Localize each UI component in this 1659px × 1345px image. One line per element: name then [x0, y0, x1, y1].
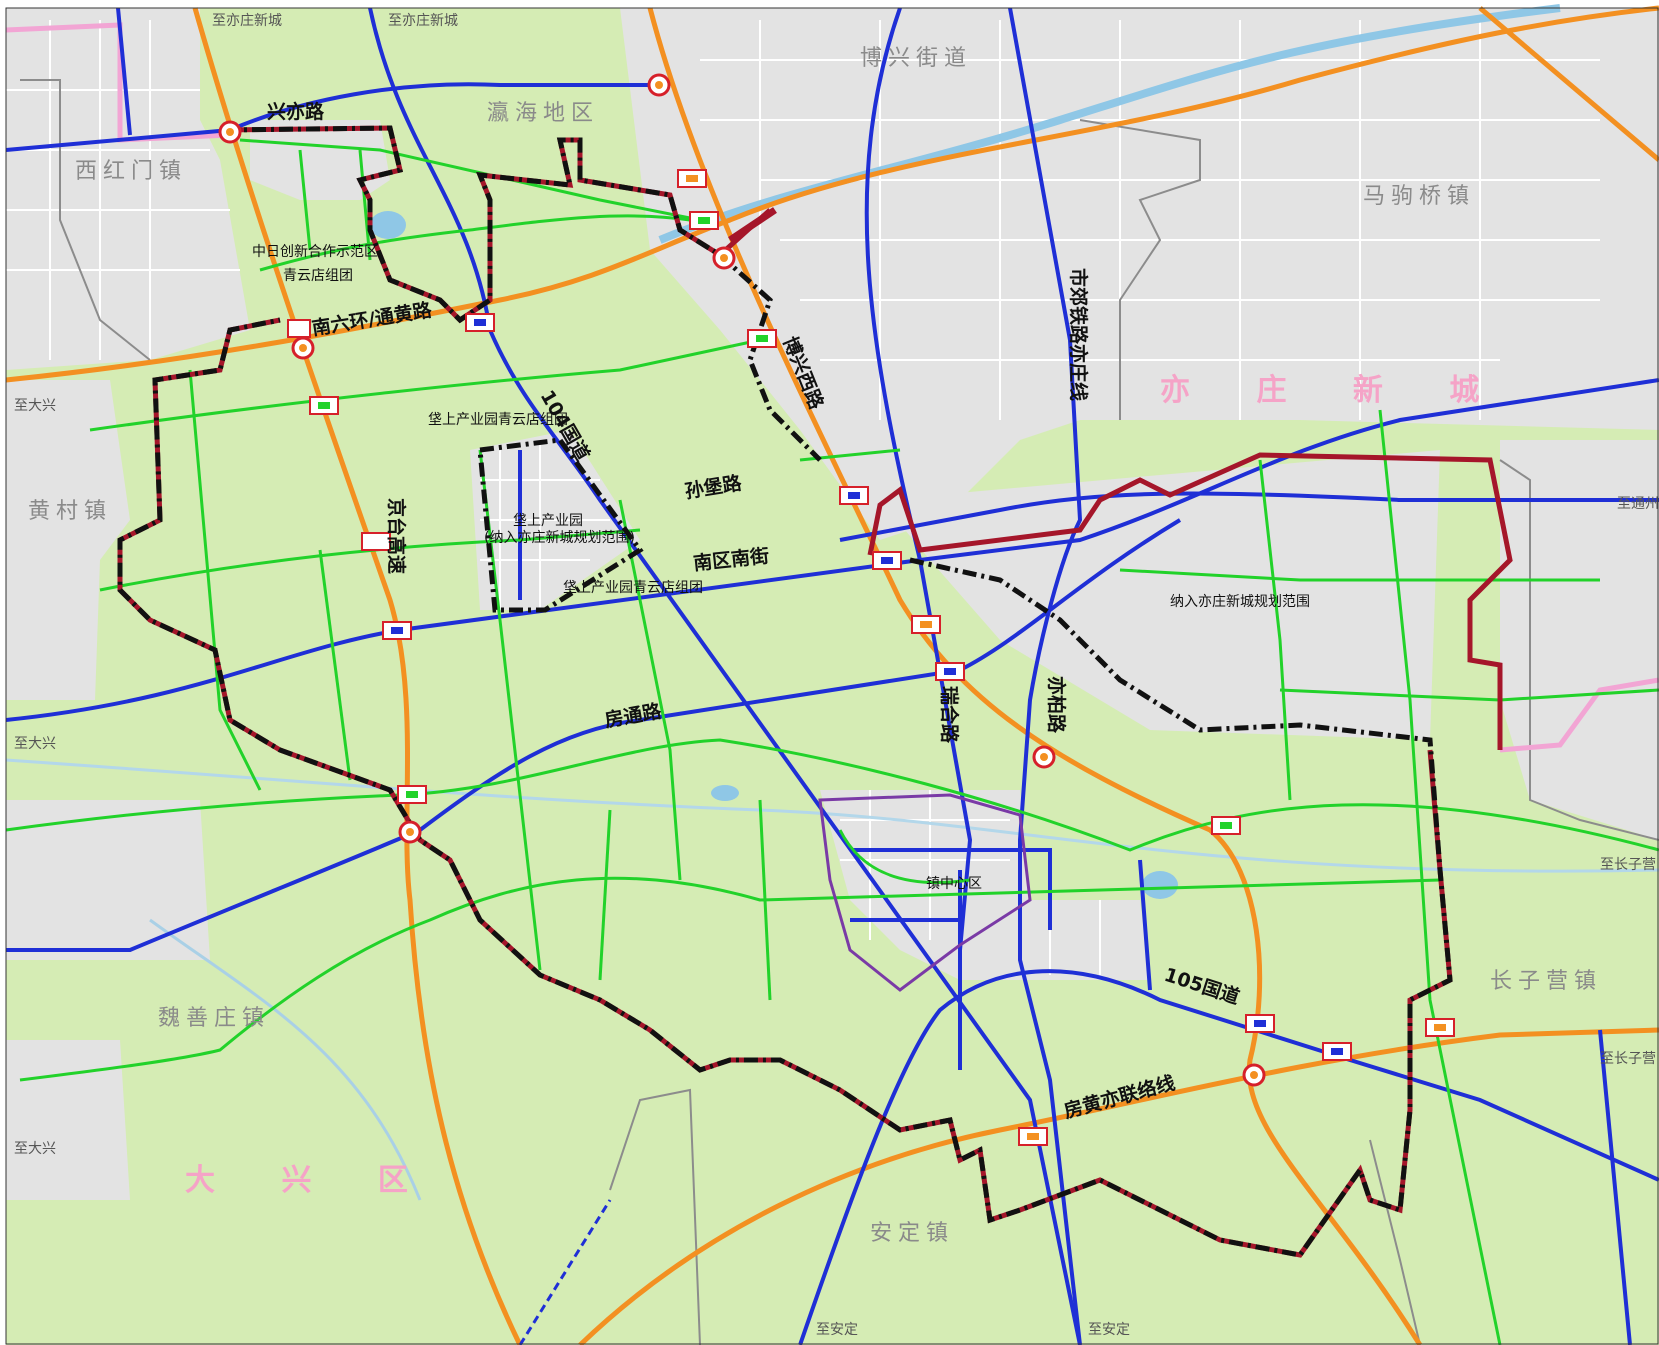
railway-line — [518, 1199, 612, 1345]
interchange-icon — [712, 246, 736, 270]
area-label-yinghai: 瀛海地区 — [487, 101, 599, 126]
direction-label-to-changziying-1: 至长子营 — [1600, 857, 1656, 873]
direction-label-to-tongzhou: 至通州 — [1617, 496, 1659, 512]
pink-label-yizhuang: 亦 庄 新 城 — [1160, 373, 1507, 408]
direction-labels: 至亦庄新城 至亦庄新城 至大兴 至大兴 至大兴 至通州 至长子营 至长子营 至安… — [14, 12, 1659, 1338]
road-label-xingyi: 兴亦路 — [267, 100, 325, 123]
interchange-icon — [291, 336, 315, 360]
zone-label-sino-japan: 中日创新合作示范区 — [252, 243, 378, 260]
area-label-changziying: 长子营镇 — [1490, 969, 1602, 994]
direction-label-to-anding-2: 至安定 — [1088, 1322, 1130, 1338]
crossing-icon — [911, 615, 941, 634]
road-label-yibai: 亦柏路 — [1045, 676, 1068, 734]
zone-labels: 中日创新合作示范区 青云店组团 垡上产业园青云店组团 垡上产业园 (纳入亦庄新城… — [252, 243, 1310, 892]
urban-grid — [6, 20, 1600, 975]
crossing-icon — [689, 211, 719, 230]
interchange-icon — [1032, 745, 1056, 769]
direction-label-to-daxing-3: 至大兴 — [14, 1141, 56, 1157]
crossing-icon — [839, 486, 869, 505]
road-label-jingtai: 京台高速 — [385, 498, 408, 574]
road-label-ruihe: 瑞合路 — [938, 686, 961, 744]
crossing-icon — [1322, 1042, 1352, 1061]
crossing-icon — [1018, 1127, 1048, 1146]
interchange-icon — [1242, 1063, 1266, 1087]
red-segment — [728, 207, 777, 243]
crossing-icon — [397, 785, 427, 804]
crossing-icon — [287, 319, 311, 338]
road-label-suburban-rail: 市郊铁路亦庄线 — [1067, 268, 1090, 401]
zone-label-qingyundian: 青云店组团 — [283, 268, 353, 284]
area-label-anding: 安定镇 — [870, 1221, 954, 1246]
crossing-markers — [287, 169, 1455, 1146]
direction-label-to-yizhuang-1: 至亦庄新城 — [212, 12, 282, 29]
pink-labels: 亦 庄 新 城 大 兴 区 — [185, 373, 1507, 1198]
direction-label-to-yizhuang-2: 至亦庄新城 — [388, 12, 458, 29]
crossing-icon — [465, 313, 495, 332]
zone-label-baoshang-top: 垡上产业园青云店组团 — [428, 412, 568, 428]
zone-label-baoshang: 垡上产业园 — [513, 513, 583, 529]
crossing-icon — [309, 396, 339, 415]
interchange-icon — [398, 820, 422, 844]
crossing-icon — [1245, 1014, 1275, 1033]
pink-label-daxing: 大 兴 区 — [185, 1163, 436, 1198]
area-label-xihongmen: 西红门镇 — [75, 159, 187, 184]
direction-label-to-changziying-2: 至长子营 — [1600, 1051, 1656, 1067]
interchange-markers — [218, 73, 1266, 1087]
district-boundaries — [20, 79, 1659, 1345]
direction-label-to-daxing-1: 至大兴 — [14, 398, 56, 414]
arterial-roads — [5, 7, 1659, 1345]
interchange-icon — [218, 120, 242, 144]
crossing-icon — [677, 169, 707, 188]
interchange-icon — [647, 73, 671, 97]
area-labels: 西红门镇 瀛海地区 博兴街道 马驹桥镇 黄村镇 魏善庄镇 安定镇 长子营镇 — [28, 46, 1602, 1246]
map-frame — [5, 7, 1659, 1345]
crossing-icon — [1425, 1018, 1455, 1037]
crossing-icon — [361, 532, 391, 551]
zone-label-baoshang-note: (纳入亦庄新城规划范围) — [484, 529, 635, 546]
area-label-majuqiao: 马驹桥镇 — [1363, 184, 1475, 209]
crossing-icon — [747, 329, 777, 348]
crossing-icon — [935, 662, 965, 681]
direction-label-to-anding-1: 至安定 — [816, 1322, 858, 1338]
zone-label-baoshang-bottom: 垡上产业园青云店组团 — [563, 580, 703, 596]
zone-label-into-yizhuang: 纳入亦庄新城规划范围 — [1170, 593, 1310, 610]
crossing-icon — [382, 621, 412, 640]
area-label-boxing: 博兴街道 — [860, 46, 972, 71]
planning-boundary-black — [117, 125, 1453, 1258]
area-label-weishanzhuang: 魏善庄镇 — [158, 1006, 270, 1031]
pink-boundaries — [5, 22, 1659, 753]
water-features — [5, 4, 1659, 1201]
direction-label-to-daxing-2: 至大兴 — [14, 736, 56, 752]
crossing-icon — [872, 551, 902, 570]
area-label-huangcun: 黄村镇 — [28, 499, 112, 524]
town-center-boundary — [818, 793, 1032, 992]
zone-label-town-center: 镇中心区 — [926, 876, 982, 892]
crossing-icon — [1211, 816, 1241, 835]
